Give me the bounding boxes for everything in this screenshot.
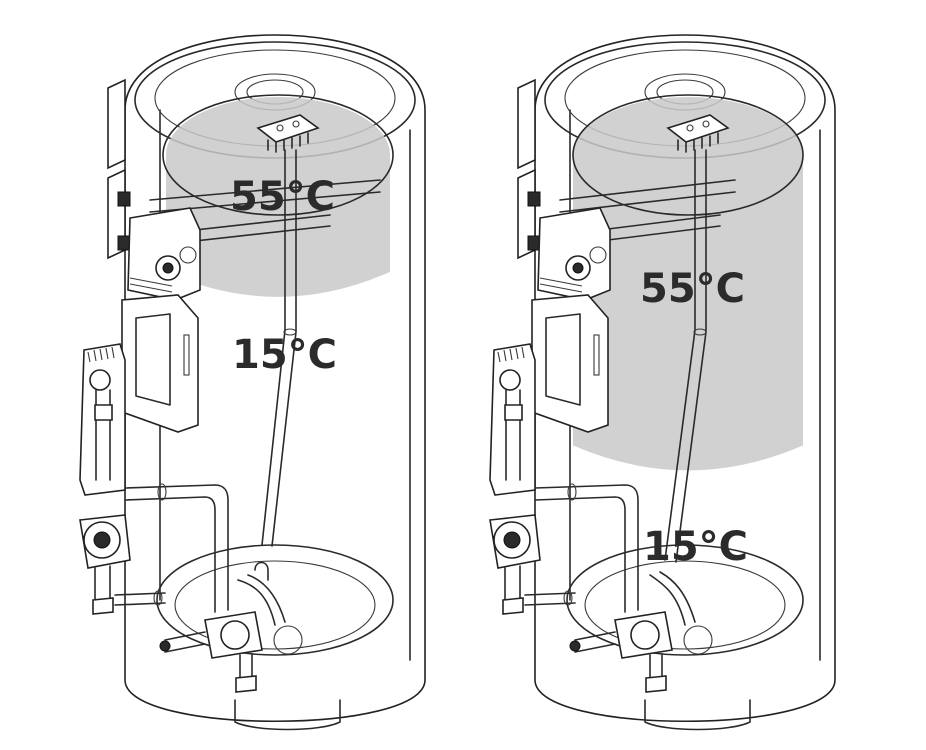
right-hot-zone: [573, 97, 803, 471]
left-top-temperature-label: 55°C: [230, 174, 335, 220]
right-cylinder: [489, 34, 836, 731]
left-bottom-temperature-label: 15°C: [232, 332, 337, 378]
left-cylinder: [79, 34, 426, 731]
right-top-temperature-label: 55°C: [640, 266, 745, 312]
left-hot-zone: [166, 97, 390, 297]
right-bottom-temperature-label: 15°C: [643, 524, 748, 570]
